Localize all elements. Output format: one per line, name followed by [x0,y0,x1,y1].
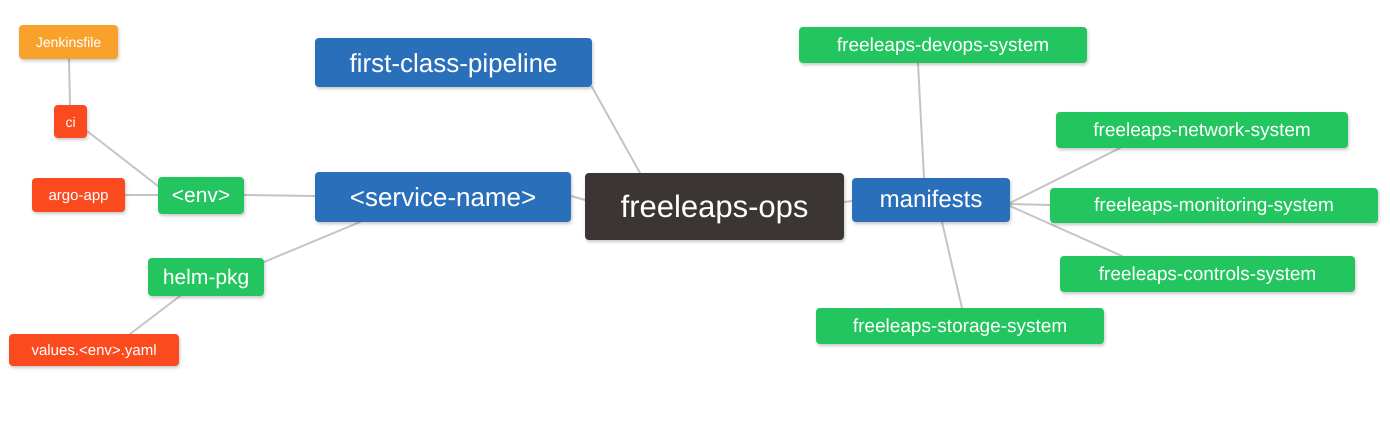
node-label-env: <env> [171,184,231,207]
node-label-argo-app: argo-app [48,186,109,204]
node-label-freeleaps-ops: freeleaps-ops [620,189,809,224]
node-label-first-class-pipeline: first-class-pipeline [349,47,558,78]
node-label-values-yaml: values.<env>.yaml [31,341,157,359]
edge-manifests-to-storage-system [941,221,963,309]
node-env[interactable]: <env> [158,177,244,214]
node-monitoring-system[interactable]: freeleaps-monitoring-system [1050,188,1378,223]
edge-first-class-pipeline-to-freeleaps-ops [591,86,641,174]
node-label-monitoring-system: freeleaps-monitoring-system [1094,195,1334,216]
node-storage-system[interactable]: freeleaps-storage-system [816,308,1104,344]
node-freeleaps-ops[interactable]: freeleaps-ops [585,173,844,240]
node-argo-app[interactable]: argo-app [32,178,125,212]
node-label-jenkinsfile: Jenkinsfile [35,34,102,50]
edge-helm-pkg-to-service-name [263,221,361,263]
node-label-helm-pkg: helm-pkg [162,265,250,289]
node-ci[interactable]: ci [54,105,87,138]
edge-values-yaml-to-helm-pkg [129,295,181,335]
node-label-controls-system: freeleaps-controls-system [1098,263,1317,285]
node-helm-pkg[interactable]: helm-pkg [148,258,264,296]
node-devops-system[interactable]: freeleaps-devops-system [799,27,1087,63]
node-label-network-system: freeleaps-network-system [1093,119,1311,141]
node-first-class-pipeline[interactable]: first-class-pipeline [315,38,592,87]
node-service-name[interactable]: <service-name> [315,172,571,222]
edge-manifests-to-devops-system [917,62,925,179]
node-network-system[interactable]: freeleaps-network-system [1056,112,1348,148]
node-controls-system[interactable]: freeleaps-controls-system [1060,256,1355,292]
edge-freeleaps-ops-to-manifests [843,200,853,203]
node-manifests[interactable]: manifests [852,178,1010,222]
edge-service-name-to-freeleaps-ops [570,195,586,201]
node-label-manifests: manifests [879,186,983,213]
node-label-devops-system: freeleaps-devops-system [836,34,1050,56]
node-jenkinsfile[interactable]: Jenkinsfile [19,25,118,59]
node-label-storage-system: freeleaps-storage-system [852,315,1068,337]
node-label-ci: ci [65,113,76,130]
node-label-service-name: <service-name> [349,182,537,212]
edge-env-to-service-name [243,194,316,197]
node-values-yaml[interactable]: values.<env>.yaml [9,334,179,366]
edge-jenkinsfile-to-ci [68,58,71,106]
edge-manifests-to-monitoring-system [1009,203,1051,206]
